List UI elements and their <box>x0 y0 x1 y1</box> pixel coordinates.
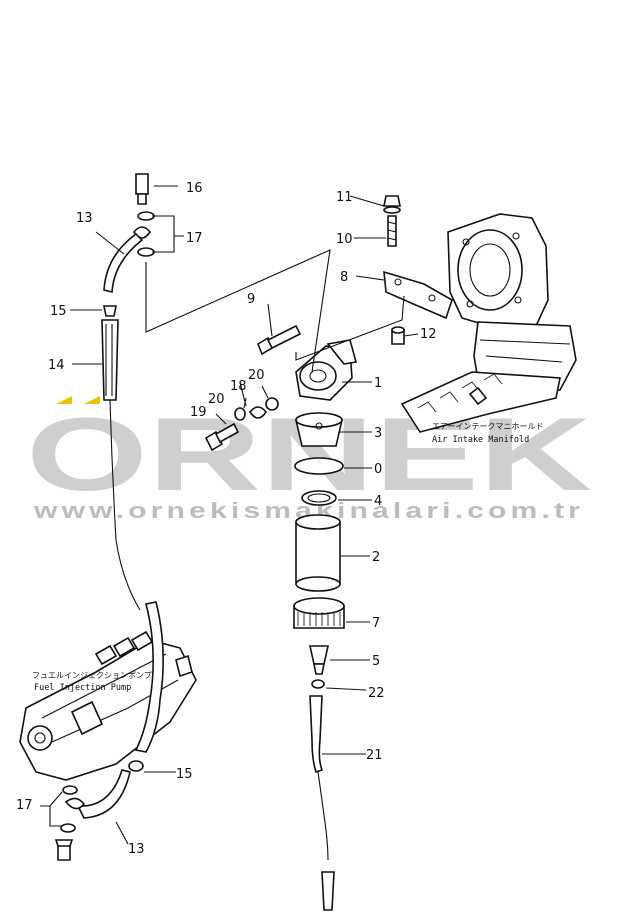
callout-17-bottom: 17 <box>16 798 33 813</box>
intake-label-en: Air Intake Manifold <box>432 435 529 445</box>
callout-11: 11 <box>336 190 353 205</box>
callout-5: 5 <box>372 654 380 669</box>
callouts: 1 2 3 0 4 5 7 8 9 10 11 12 13 14 15 16 1… <box>16 181 437 857</box>
watermark-accent <box>56 396 100 404</box>
pump-label-jp: フュエルインジェクションポンプ <box>32 671 152 680</box>
callout-4: 4 <box>374 494 382 509</box>
callout-9: 9 <box>247 292 255 307</box>
mounting-bracket <box>383 195 453 345</box>
callout-3: 3 <box>374 426 382 441</box>
callout-13-bottom: 13 <box>128 842 145 857</box>
callout-13-top: 13 <box>76 211 93 226</box>
filter-assembly <box>204 324 358 911</box>
callout-17-top: 17 <box>186 231 203 246</box>
air-intake-manifold: エアーインテークマニホールド Air Intake Manifold <box>400 213 577 445</box>
callout-8: 8 <box>340 270 348 285</box>
callout-0: 0 <box>374 462 382 477</box>
callout-1: 1 <box>374 376 382 391</box>
callout-20-left: 20 <box>208 392 225 407</box>
pump-label-en: Fuel Injection Pump <box>34 683 131 693</box>
callout-2: 2 <box>372 550 380 565</box>
fuel-injection-pump: フュエルインジェクションポンプ Fuel Injection Pump <box>19 630 197 781</box>
leader-lines <box>40 185 419 845</box>
callout-16: 16 <box>186 181 203 196</box>
callout-21: 21 <box>366 748 383 763</box>
intake-label-jp: エアーインテークマニホールド <box>432 422 544 431</box>
callout-15-top: 15 <box>50 304 67 319</box>
callout-15-bottom: 15 <box>176 767 193 782</box>
callout-22: 22 <box>368 686 385 701</box>
lower-left-fuel-line <box>54 760 144 861</box>
callout-7: 7 <box>372 616 380 631</box>
callout-12: 12 <box>420 327 437 342</box>
callout-20-right: 20 <box>248 368 265 383</box>
callout-18: 18 <box>230 379 247 394</box>
callout-19: 19 <box>190 405 207 420</box>
callout-10: 10 <box>336 232 353 247</box>
callout-14: 14 <box>48 358 65 373</box>
